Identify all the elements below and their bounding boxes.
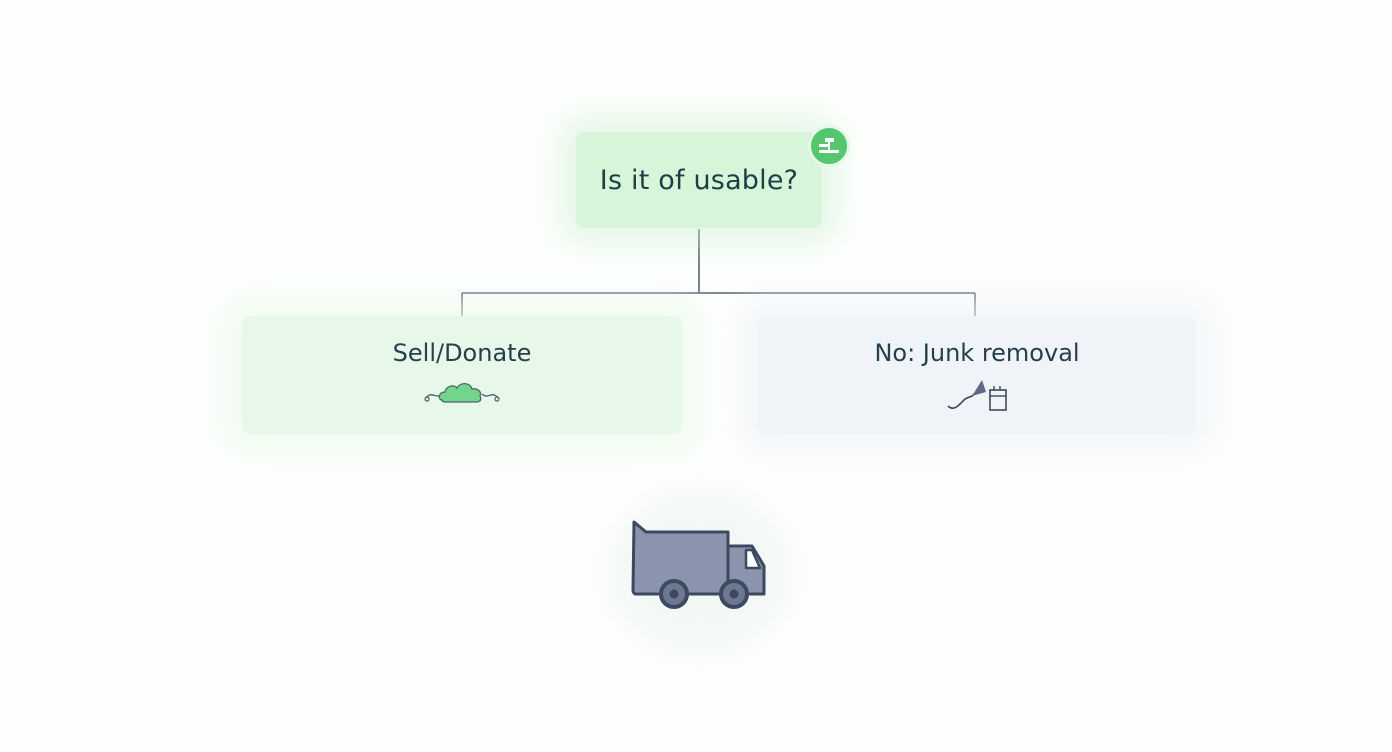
question-node: Is it of usable? bbox=[576, 132, 822, 228]
branch-label-no: No: Junk removal bbox=[874, 339, 1080, 367]
sign-icon bbox=[808, 125, 850, 167]
truck-icon bbox=[631, 520, 766, 609]
broom-bin-icon bbox=[947, 380, 1007, 411]
branch-node-yes: Sell/Donate bbox=[242, 316, 682, 434]
cloud-icon bbox=[424, 382, 500, 403]
question-label: Is it of usable? bbox=[599, 164, 799, 196]
branch-label-yes: Sell/Donate bbox=[392, 339, 532, 367]
branch-node-no: No: Junk removal bbox=[758, 316, 1196, 434]
